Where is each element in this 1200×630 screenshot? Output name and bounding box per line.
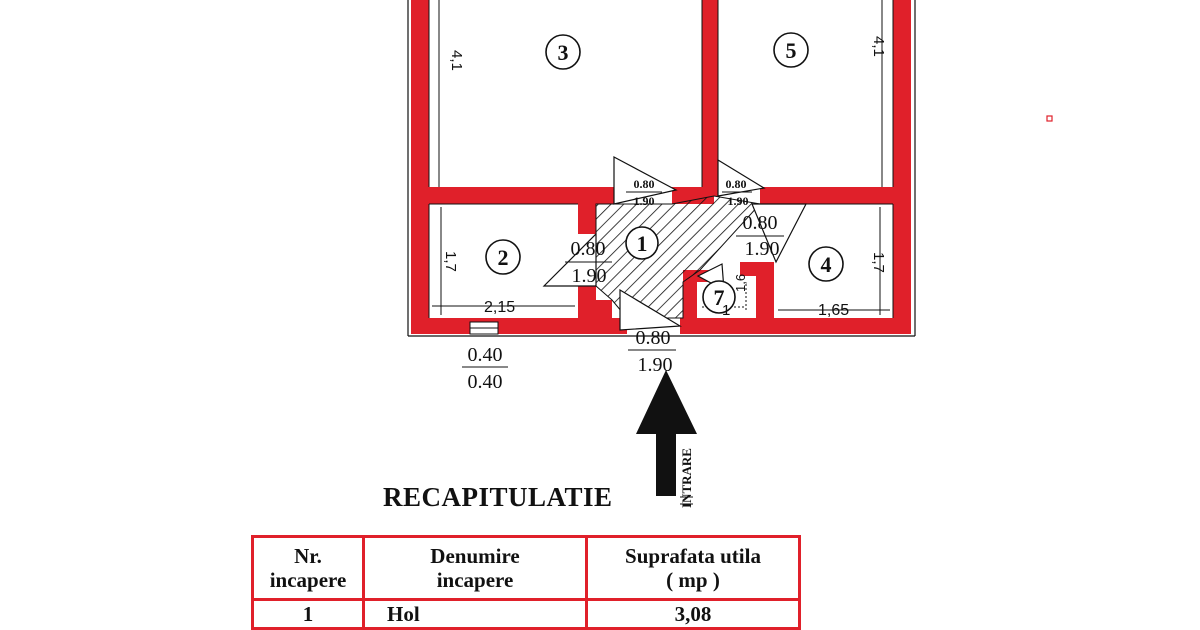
hallway-hatch: [595, 195, 761, 319]
room-markers: [485, 32, 844, 314]
header-name: Denumire incapere: [362, 535, 588, 601]
room-number-7: 7: [714, 285, 725, 310]
room-marker-5: [773, 32, 809, 68]
room-marker-3: [545, 34, 581, 70]
row-nr: 1: [251, 598, 365, 630]
room-number-2: 2: [498, 245, 509, 270]
door1-height: 1.90: [634, 194, 655, 208]
room-marker-2: [485, 239, 521, 275]
door5-width: 0.80: [636, 327, 671, 349]
door-swing-3: [751, 203, 807, 264]
recap-title: RECAPITULATIE: [383, 482, 613, 512]
door2-height: 1.90: [728, 194, 749, 208]
dimension-lines: [432, 0, 890, 315]
door4-width: 0.80: [571, 238, 606, 260]
door-labels: 0.80 1.90 0.80 1.90 0.80 1.90 0.80 1.90 …: [462, 177, 784, 393]
dim-room4-height: 1,7: [870, 252, 887, 273]
door4-height: 1.90: [572, 265, 607, 287]
outline: [407, 0, 916, 337]
dim-room5-height: 4,1: [870, 36, 887, 57]
window-width: 0.40: [468, 344, 503, 366]
marker-dot: [1046, 115, 1053, 122]
entrance-label: INTRARE: [679, 448, 694, 508]
room-marker-4: [808, 246, 844, 282]
door2-width: 0.80: [726, 177, 747, 191]
door5-height: 1.90: [638, 354, 673, 376]
window-height: 0.40: [468, 371, 503, 393]
recap-table: Nr. incapere Denumire incapere Suprafata…: [251, 535, 801, 630]
room-marker-7: [702, 280, 736, 314]
inner-lines: [428, 0, 894, 318]
room-number-5: 5: [786, 38, 797, 63]
table-row: 1 Hol 3,08: [251, 598, 801, 630]
room-numbers: 3 5 1 2 4 7: [498, 38, 832, 310]
dim-room7-height: 1,6: [733, 274, 748, 292]
dim-room2-width: 2,15: [484, 299, 515, 316]
door-swing-4: [542, 232, 597, 287]
dim-room4-width: 1,65: [818, 302, 849, 319]
dim-room7-width: 1: [722, 302, 730, 319]
door1-width: 0.80: [634, 177, 655, 191]
room-number-1: 1: [637, 231, 648, 256]
door3-height: 1.90: [745, 238, 780, 260]
entrance-arrow-icon: [636, 370, 697, 496]
door3-width: 0.80: [743, 212, 778, 234]
header-area: Suprafata utila ( mp ): [585, 535, 801, 601]
window: [469, 321, 499, 335]
room-marker-1: [625, 226, 659, 260]
dim-room3-height: 4,1: [448, 50, 465, 71]
dimension-labels: 4,1 4,1 1,7 1,7 2,15 1,65 1 1,6: [442, 36, 887, 319]
dim-room2-height: 1,7: [442, 251, 459, 272]
entrance-arrow: INTRARE: [636, 370, 697, 508]
row-name: Hol: [362, 598, 588, 630]
header-nr: Nr. incapere: [251, 535, 365, 601]
door-swing-5: [619, 288, 682, 331]
recap-header-row: Nr. incapere Denumire incapere Suprafata…: [251, 535, 801, 601]
room-number-4: 4: [821, 252, 832, 277]
row-area: 3,08: [585, 598, 801, 630]
room-number-3: 3: [558, 40, 569, 65]
